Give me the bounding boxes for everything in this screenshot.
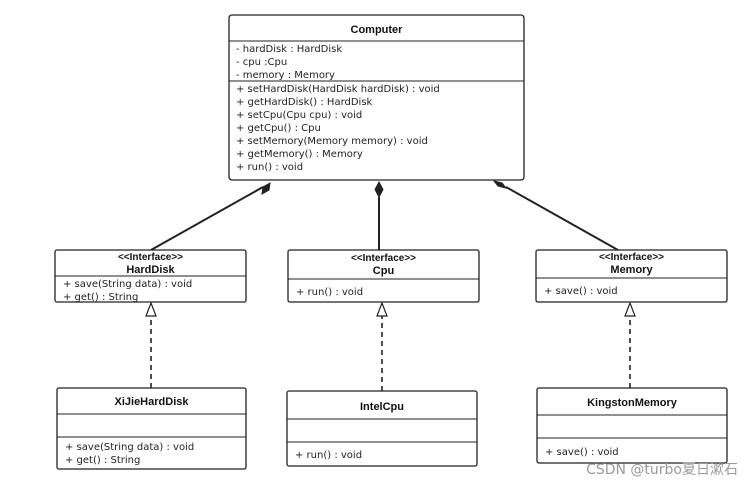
method-run: + run() : void	[296, 287, 363, 298]
method-get-memory: + getMemory() : Memory	[236, 149, 363, 160]
class-xijie-hard-disk[interactable]: XiJieHardDisk + save(String data) : void…	[56, 387, 247, 470]
class-box	[228, 14, 525, 181]
class-box	[535, 249, 728, 303]
method-get: + get() : String	[63, 292, 138, 303]
realization-arrowhead	[624, 301, 636, 317]
class-computer[interactable]: Computer - hardDisk : HardDisk - cpu :Cp…	[228, 14, 525, 181]
stereotype-label: <<Interface>>	[118, 252, 183, 263]
attribute-hard-disk: - hardDisk : HardDisk	[236, 44, 342, 55]
watermark: CSDN @turbo夏日漱石	[586, 462, 738, 478]
method-save: + save() : void	[544, 286, 618, 297]
interface-cpu[interactable]: <<Interface>> Cpu + run() : void	[287, 249, 480, 303]
stereotype-label: <<Interface>>	[599, 252, 664, 263]
class-name: XiJieHardDisk	[115, 396, 190, 408]
composition-diamond	[374, 180, 384, 199]
composition-computer-cpu	[374, 180, 384, 250]
method-get-cpu: + getCpu() : Cpu	[236, 123, 321, 134]
method-save: + save() : void	[545, 447, 619, 458]
interface-memory[interactable]: <<Interface>> Memory + save() : void	[535, 249, 728, 303]
class-box	[287, 249, 480, 303]
attribute-memory: - memory : Memory	[236, 70, 335, 81]
class-name: Memory	[610, 264, 653, 276]
class-box	[286, 390, 478, 467]
interface-harddisk[interactable]: <<Interface>> HardDisk + save(String dat…	[54, 249, 247, 303]
class-name: KingstonMemory	[587, 397, 678, 409]
composition-computer-harddisk	[150, 182, 271, 251]
method-set-hard-disk: + setHardDisk(HardDisk hardDisk) : void	[236, 84, 440, 95]
class-name: Computer	[351, 24, 404, 36]
method-get: + get() : String	[65, 455, 140, 466]
class-box	[56, 387, 247, 470]
realization-arrowhead	[376, 301, 388, 317]
class-kingston-memory[interactable]: KingstonMemory + save() : void	[536, 387, 728, 464]
composition-diamond	[261, 182, 271, 195]
composition-computer-memory	[492, 180, 619, 251]
class-intel-cpu[interactable]: IntelCpu + run() : void	[286, 390, 478, 467]
composition-diamond	[492, 180, 508, 189]
attribute-cpu: - cpu :Cpu	[236, 57, 287, 68]
method-run: + run() : void	[236, 162, 303, 173]
method-get-hard-disk: + getHardDisk() : HardDisk	[236, 97, 373, 108]
method-run: + run() : void	[295, 450, 362, 461]
realization-intel-cpu	[376, 301, 388, 391]
class-name: HardDisk	[126, 264, 175, 276]
realization-kingston-memory	[624, 301, 636, 388]
class-box	[536, 387, 728, 464]
stereotype-label: <<Interface>>	[351, 253, 416, 264]
class-name: IntelCpu	[360, 401, 404, 413]
method-save: + save(String data) : void	[63, 279, 192, 290]
method-save: + save(String data) : void	[65, 442, 194, 453]
realization-xijie-harddisk	[145, 301, 157, 388]
method-set-cpu: + setCpu(Cpu cpu) : void	[236, 110, 362, 121]
method-set-memory: + setMemory(Memory memory) : void	[236, 136, 428, 147]
class-name: Cpu	[373, 265, 394, 277]
realization-arrowhead	[145, 301, 157, 317]
